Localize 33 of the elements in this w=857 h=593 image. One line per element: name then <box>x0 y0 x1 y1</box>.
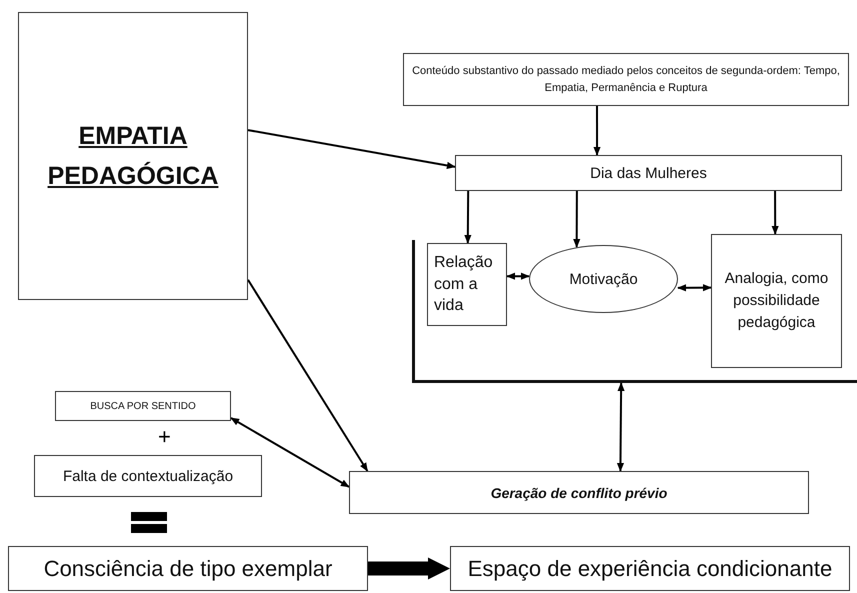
arrow <box>573 191 580 248</box>
arrow <box>368 558 450 580</box>
double-arrow <box>506 272 530 280</box>
arrow <box>772 191 779 235</box>
node-text: Geração de conflito prévio <box>490 484 668 500</box>
node-text: Falta de contextualização <box>62 468 234 484</box>
node-text: Motivação <box>569 270 638 288</box>
process-box <box>455 155 842 191</box>
double-arrow <box>677 284 712 292</box>
node-text: Conteúdo substantivo do passado mediado pelos conceitos de segunda-ordem: Tempo, Empatia, Permanência e Ruptura <box>412 64 840 96</box>
process-box <box>427 243 507 326</box>
arrow <box>247 279 368 472</box>
process-box <box>8 546 368 591</box>
node-text: Consciência de tipo exemplar <box>44 556 332 582</box>
node-text: BUSCA POR SENTIDO <box>90 400 196 412</box>
node-text: EMPATIA PEDAGÓGICA <box>46 121 220 192</box>
node-text: Relação com a vida <box>434 253 494 316</box>
process-box <box>349 471 809 514</box>
plus-sign: + <box>158 424 171 450</box>
process-box <box>34 455 262 497</box>
node-text: Analogia, como possibilidade pedagógica <box>724 269 830 333</box>
node-text: Espaço de experiência condicionante <box>468 556 832 582</box>
double-arrow <box>230 417 350 488</box>
arrow <box>248 129 456 169</box>
arrow <box>464 191 472 244</box>
process-box <box>55 391 231 421</box>
double-arrow <box>616 382 625 472</box>
arrow <box>593 106 601 156</box>
process-box <box>450 546 850 591</box>
concept-box <box>18 12 248 300</box>
process-box <box>711 234 842 368</box>
node-text: Dia das Mulheres <box>590 164 707 182</box>
process-box <box>403 53 849 106</box>
